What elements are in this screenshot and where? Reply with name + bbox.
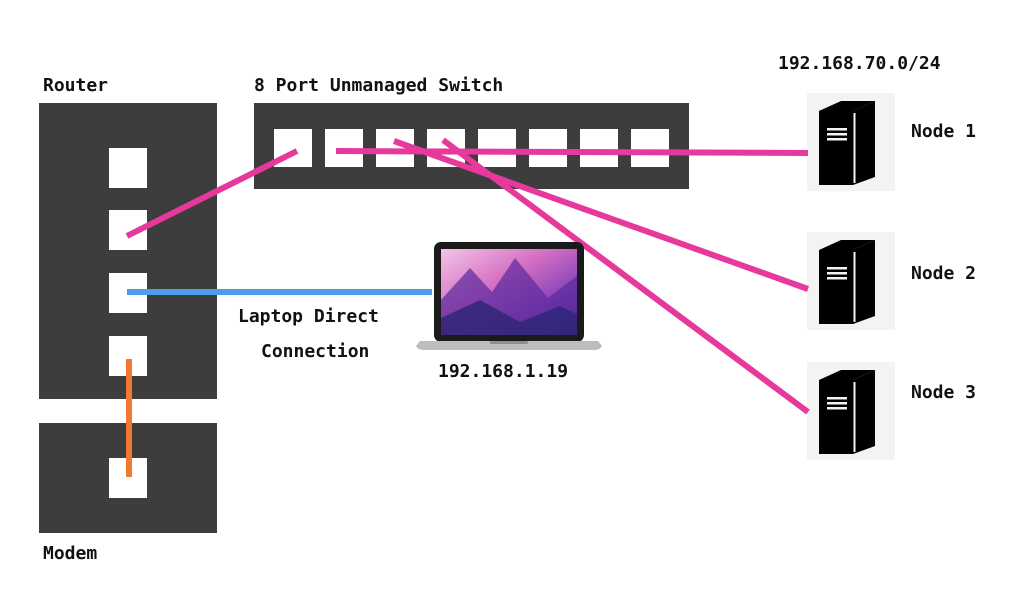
router-device: [39, 103, 217, 399]
switch-port-8: [631, 129, 669, 167]
switch-node1-link: [335, 148, 809, 156]
laptop-caption-line1: Laptop Direct: [238, 306, 379, 327]
switch-label: 8 Port Unmanaged Switch: [254, 75, 504, 96]
router-label: Router: [43, 75, 109, 96]
laptop-ip: 192.168.1.19: [438, 361, 569, 382]
switch-port-2: [325, 129, 363, 167]
switch-port-6: [529, 129, 567, 167]
laptop-caption-line2: Connection: [261, 341, 370, 362]
server-icon-2: [819, 240, 875, 324]
node-2-label: Node 2: [911, 263, 977, 284]
modem-label: Modem: [43, 543, 98, 564]
server-icon-1: [819, 101, 875, 185]
switch-port-7: [580, 129, 618, 167]
subnet-label: 192.168.70.0/24: [778, 53, 941, 74]
node-1-label: Node 1: [911, 121, 977, 142]
node-3-label: Node 3: [911, 382, 977, 403]
switch-node2-link: [392, 138, 810, 292]
switch-port-5: [478, 129, 516, 167]
switch-device: [254, 103, 689, 189]
server-icon-3: [819, 370, 875, 454]
router-port-1: [109, 148, 147, 188]
router-switch-link: [125, 148, 299, 239]
laptop-icon: [416, 242, 602, 350]
switch-node3-link: [441, 137, 810, 415]
